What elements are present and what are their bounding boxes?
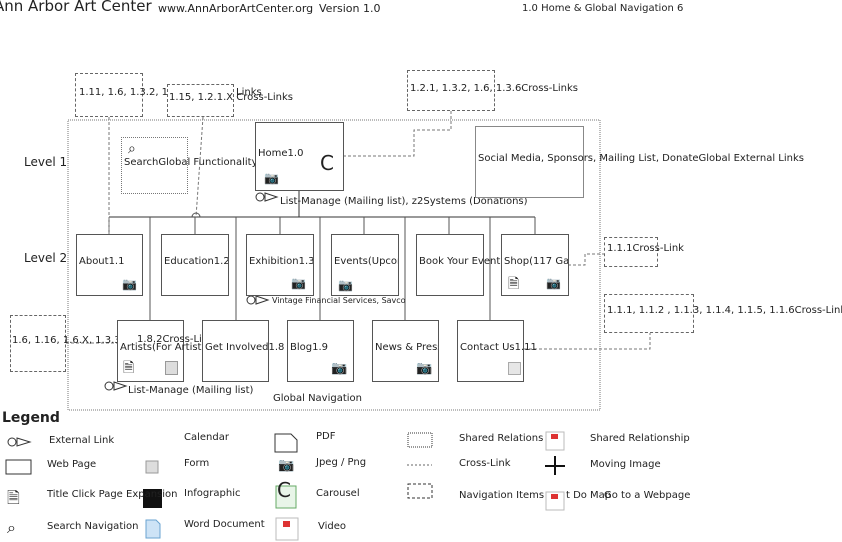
cross-link-note-shop: 1.1.1Cross-Link (604, 237, 684, 267)
book-event-node[interactable]: Book Your Event (416, 234, 500, 296)
node-label: Contact Us1.11 (460, 342, 537, 353)
cross-link-note-about: 1.11, 1.6, 1.3.2, 1 (75, 73, 168, 117)
note-text: 1.1.1, 1.1.2 , 1.1.3, 1.1.4, 1.1.5, 1.1.… (607, 305, 842, 316)
legend-nav-items-tail: t Do (566, 490, 587, 501)
exhibition-node[interactable]: Exhibition1.3 📷 (246, 234, 314, 296)
home-node[interactable]: Home1.0 C 📷 (255, 122, 344, 191)
node-label: Artists(For Artists) (120, 342, 211, 353)
legend-shared-relations: Shared Relations (459, 433, 544, 444)
note-text: 1.15, 1.2.1.X Cross-Links (169, 92, 293, 103)
events-node[interactable]: Events(Upcoming) 📷 (331, 234, 399, 296)
title-click-icon: 🗎 (123, 360, 135, 376)
contact-node[interactable]: Contact Us1.11 (457, 320, 537, 382)
note-text: 1.6, 1.16, 1.6.X, 1.3.3 (12, 335, 121, 346)
legend-nav-items: Navigation Items (459, 490, 545, 501)
camera-icon: 📷 (122, 277, 137, 291)
node-label: Events(Upcoming) (334, 256, 398, 267)
about-node[interactable]: About1.1 📷 (76, 234, 143, 296)
page-label: 1.0 Home & Global Navigation 6 (522, 3, 684, 14)
legend-title: Legend (2, 410, 60, 426)
legend-map: Map (590, 490, 612, 501)
carousel-icon: C (277, 478, 291, 502)
exhibition-external-links[interactable]: Vintage Financial Services, Savco (272, 296, 406, 305)
carousel-icon: C (320, 151, 334, 175)
news-press-node[interactable]: News & Press1.1 📷 (372, 320, 439, 382)
form-icon (508, 362, 521, 375)
note-links: Links (236, 87, 262, 98)
home-external-links[interactable]: List-Manage (Mailing list), z2Systems (D… (280, 196, 528, 207)
legend-pdf: PDF (316, 431, 336, 442)
legend-infographic: Infographic (184, 488, 241, 499)
node-label: Blog1.9 (290, 342, 329, 353)
cross-link-note-contact: 1.1.1, 1.1.2 , 1.1.3, 1.1.4, 1.1.5, 1.1.… (604, 294, 842, 333)
cross-link-note-education: 1.15, 1.2.1.X Cross-Links (167, 84, 293, 117)
site-url: www.AnnArborArtCenter.org (158, 2, 314, 15)
legend-external-link: External Link (49, 435, 115, 446)
camera-icon: 📷 (278, 458, 295, 473)
camera-icon: 📷 (416, 361, 433, 376)
camera-icon: 📷 (264, 171, 279, 185)
legend-search-nav: Search Navigation (47, 521, 139, 532)
site-title: Ann Arbor Art Center (0, 0, 152, 15)
legend-calendar: Calendar (184, 432, 229, 443)
legend-form: Form (184, 458, 210, 469)
legend-shared-relationship: Shared Relationship (590, 433, 690, 444)
level-1-label: Level 1 (24, 155, 68, 169)
node-label: Education1.2 (164, 256, 229, 267)
legend-video: Video (318, 521, 347, 532)
home-label: Home1.0 (258, 148, 304, 159)
search-node[interactable]: ⌕ SearchGlobal Functionality (121, 137, 258, 194)
form-icon (165, 361, 178, 375)
legend-carousel: Carousel (316, 488, 360, 499)
title-click-icon: 🗎 (7, 488, 20, 507)
level-2-label: Level 2 (24, 251, 68, 265)
blog-node[interactable]: Blog1.9 📷 (287, 320, 354, 382)
artists-cross-links: 1.8.2Cross-Links (137, 334, 220, 345)
camera-icon: 📷 (331, 361, 348, 376)
global-nav-label: Global Navigation (273, 393, 363, 404)
artists-external-links[interactable]: List-Manage (Mailing list) (128, 385, 254, 396)
node-label: Book Your Event (419, 256, 501, 267)
legend-jpeg: Jpeg / Png (316, 457, 367, 468)
artists-node[interactable]: Artists(For Artists) 🗎 (117, 320, 211, 382)
get-involved-node[interactable]: Get Involved1.8 (202, 320, 284, 382)
legend-web-page: Web Page (47, 459, 97, 470)
legend-title-click: Title Click Page Expansion (47, 489, 178, 500)
education-node[interactable]: Education1.2 (161, 234, 229, 296)
note-text: 1.2.1, 1.3.2, 1.6, 1.3.6Cross-Links (410, 83, 579, 94)
shop-node[interactable]: Shop(117 Gallery Sh 🗎 📷 (501, 234, 569, 296)
social-node[interactable]: Social Media, Sponsors, Mailing List, Do… (475, 126, 804, 198)
search-icon: ⌕ (128, 141, 136, 157)
node-label: Get Involved1.8 (205, 342, 285, 353)
note-text: 1.11, 1.6, 1.3.2, 1 (79, 87, 169, 98)
title-click-icon: 🗎 (508, 276, 520, 292)
search-label: SearchGlobal Functionality (124, 157, 258, 168)
node-label: About1.1 (79, 256, 125, 267)
social-label: Social Media, Sponsors, Mailing List, Do… (478, 153, 804, 164)
node-label: News & Press1.1 (375, 342, 438, 353)
camera-icon: 📷 (546, 276, 561, 290)
note-text: 1.1.1Cross-Link (607, 243, 684, 254)
node-label: Shop(117 Gallery Sh (504, 256, 569, 267)
legend-cross-link: Cross-Link (459, 458, 511, 469)
cross-link-note-home: 1.2.1, 1.3.2, 1.6, 1.3.6Cross-Links (407, 70, 578, 111)
legend-go-to-webpage: Go to a Webpage (604, 490, 691, 501)
search-icon: ⌕ (7, 518, 16, 537)
legend-moving-image: Moving Image (590, 459, 661, 470)
node-label: Exhibition1.3 (249, 256, 314, 267)
cross-link-note-artists: 1.6, 1.16, 1.6.X, 1.3.3 (10, 315, 121, 372)
camera-icon: 📷 (291, 276, 306, 290)
version-label: Version 1.0 (319, 2, 381, 15)
legend-word-doc: Word Document (184, 519, 265, 530)
camera-icon: 📷 (338, 278, 353, 292)
